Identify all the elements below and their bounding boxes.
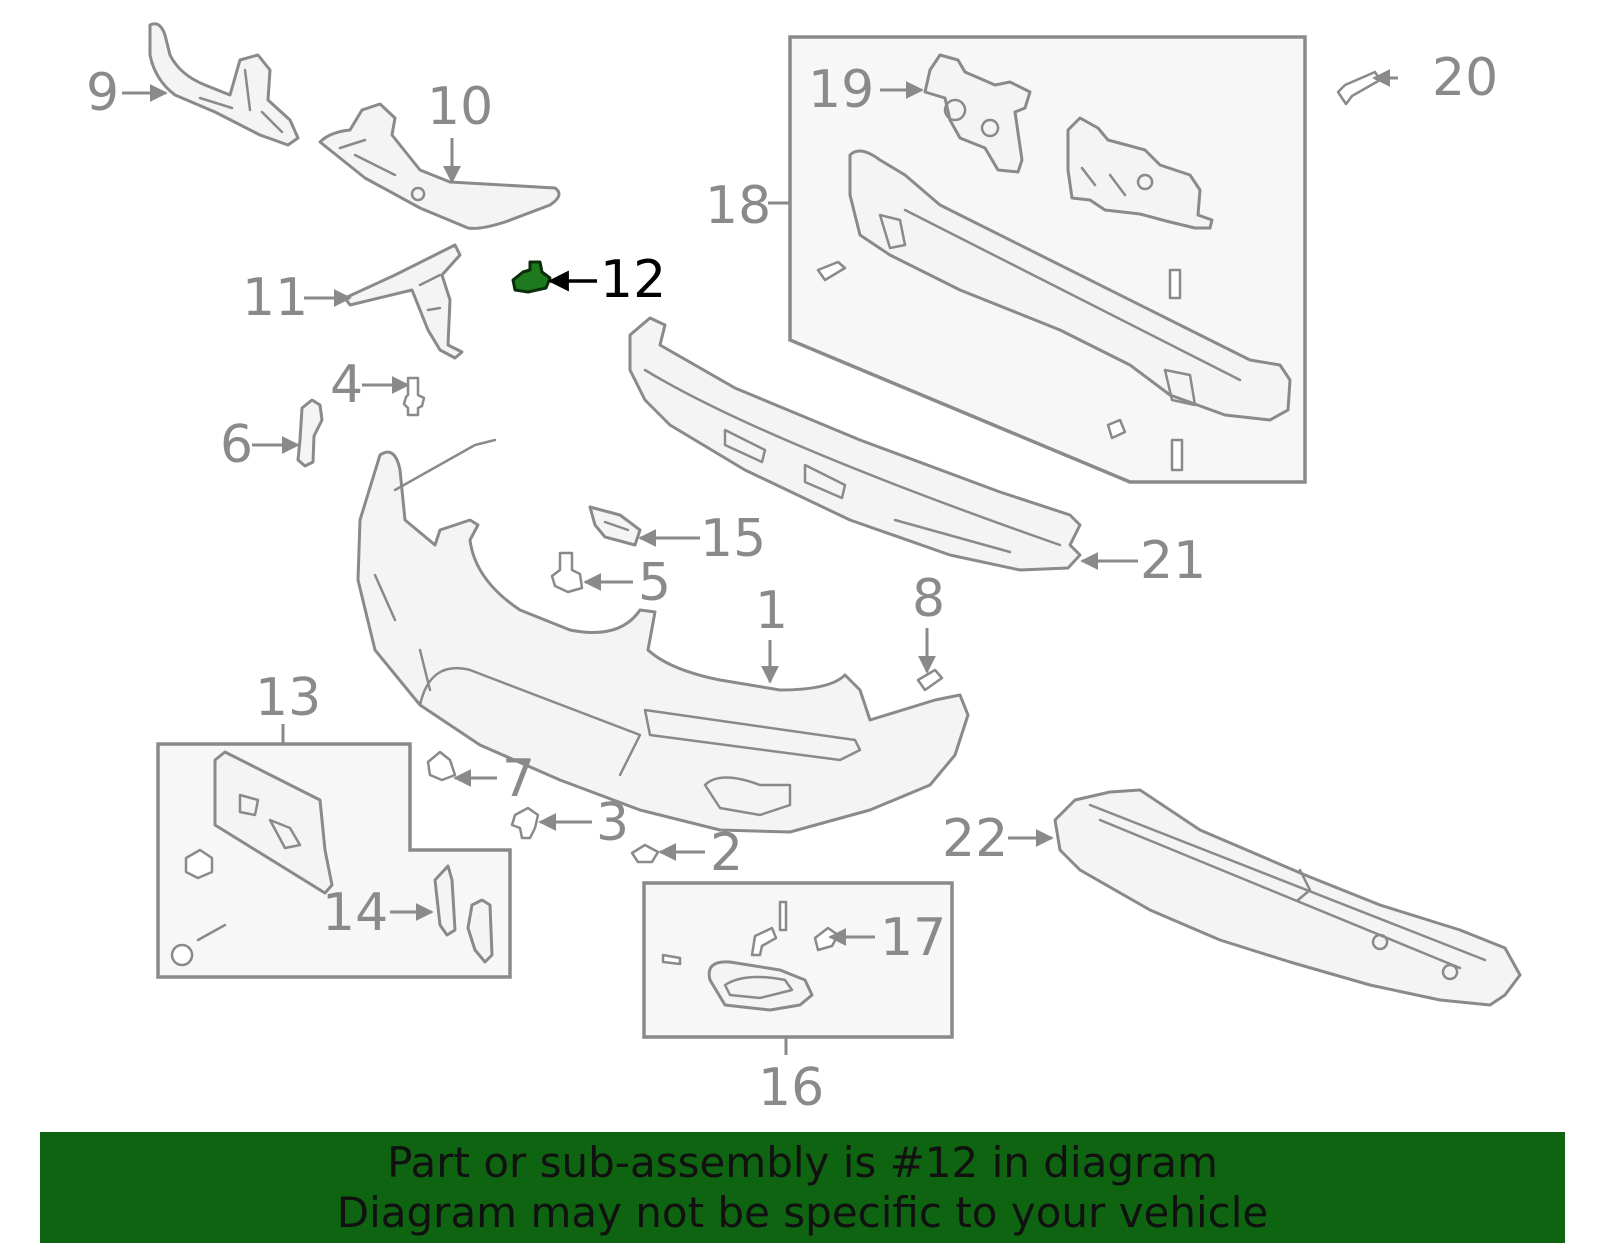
callout-1: 1 — [755, 581, 788, 641]
part-3-clip[interactable] — [510, 806, 540, 840]
callout-19: 19 — [808, 60, 874, 120]
part-6-bracket[interactable] — [296, 398, 324, 468]
callout-3: 3 — [596, 793, 629, 853]
callout-15: 15 — [700, 509, 766, 569]
callout-17: 17 — [880, 908, 946, 968]
part-19-bracket[interactable] — [923, 53, 1214, 230]
part-10-support[interactable] — [318, 102, 561, 230]
callout-14: 14 — [322, 883, 388, 943]
callout-18: 18 — [705, 176, 771, 236]
part-13-license-bracket[interactable] — [170, 750, 334, 967]
callout-8: 8 — [912, 569, 945, 629]
callout-13: 13 — [255, 668, 321, 728]
part-7-clip[interactable] — [426, 750, 457, 782]
part-5-pin[interactable] — [550, 551, 584, 594]
callout-4: 4 — [330, 355, 363, 415]
callout-labels: 9 10 11 12 4 6 19 18 20 15 5 1 8 21 13 7… — [86, 48, 1498, 1118]
leader-lines — [122, 69, 1398, 1055]
part-1-bumper-cover[interactable] — [356, 438, 970, 834]
banner-line-2: Diagram may not be specific to your vehi… — [336, 1188, 1269, 1237]
callout-5: 5 — [638, 553, 671, 613]
part-20-bolt[interactable] — [1336, 70, 1382, 106]
assembly-box-16 — [642, 881, 954, 1039]
callout-22: 22 — [942, 809, 1008, 869]
part-22-undercover[interactable] — [1053, 788, 1522, 1007]
callout-21: 21 — [1140, 531, 1206, 591]
part-16-fog-bezel[interactable] — [661, 900, 814, 1012]
part-8-clip[interactable] — [916, 668, 944, 692]
callout-16: 16 — [758, 1058, 824, 1118]
callout-2: 2 — [710, 823, 743, 883]
part-9-bracket[interactable] — [148, 22, 300, 147]
part-21-absorber[interactable] — [628, 316, 1082, 572]
part-12-clip[interactable] — [511, 260, 552, 294]
callout-10: 10 — [427, 77, 493, 137]
callout-11: 11 — [242, 268, 308, 328]
part-11-bracket[interactable] — [343, 243, 464, 360]
part-2-nut[interactable] — [630, 843, 660, 864]
callout-9: 9 — [86, 63, 119, 123]
notice-banner: Part or sub-assembly is #12 in diagram D… — [40, 1132, 1565, 1243]
callout-7: 7 — [502, 749, 535, 809]
part-18-reinforcement[interactable] — [816, 149, 1292, 472]
callout-6: 6 — [220, 415, 253, 475]
part-15-bracket[interactable] — [588, 505, 642, 547]
callout-12: 12 — [600, 250, 666, 310]
part-14-bracket[interactable] — [433, 864, 494, 964]
banner-line-1: Part or sub-assembly is #12 in diagram — [387, 1138, 1218, 1187]
callout-20: 20 — [1432, 48, 1498, 108]
